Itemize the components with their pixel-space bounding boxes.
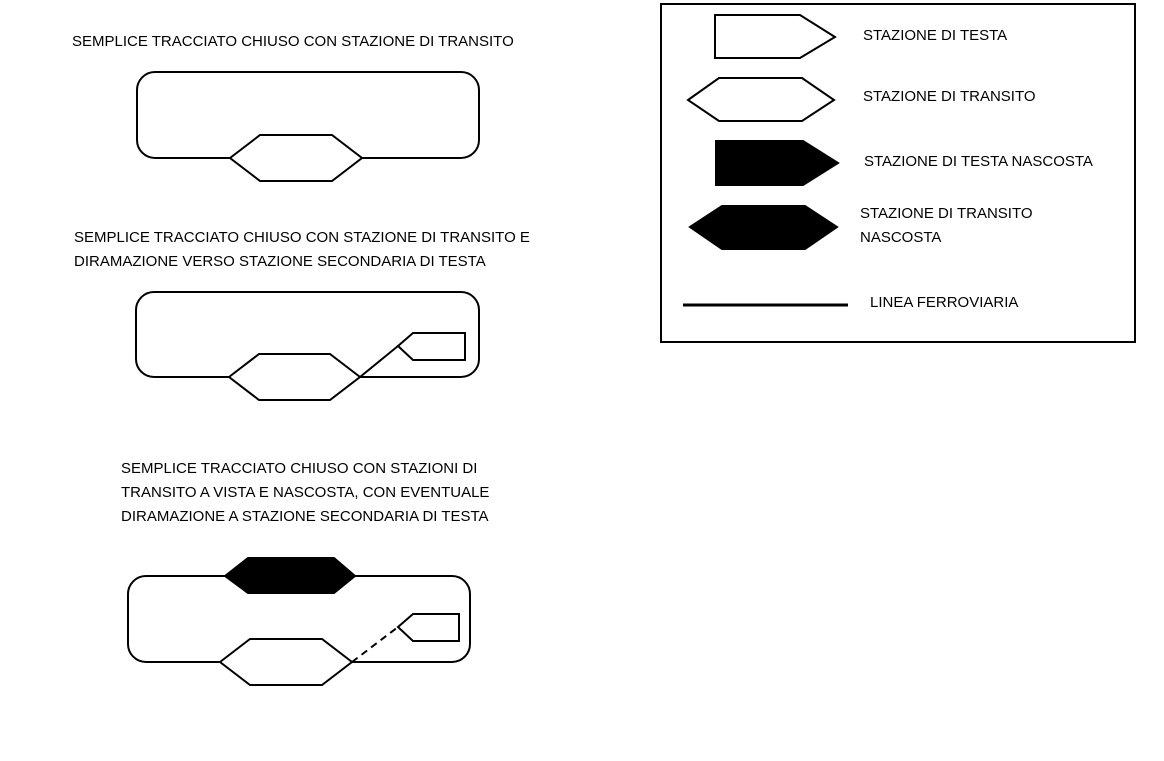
diagram-2-title: SEMPLICE TRACCIATO CHIUSO CON STAZIONE D… bbox=[74, 226, 530, 274]
head-station-symbol bbox=[396, 332, 466, 361]
legend-frame bbox=[660, 3, 1136, 343]
legend-label-text: STAZIONE DI TESTA bbox=[863, 27, 1008, 44]
hidden-transit-station-symbol bbox=[223, 557, 357, 594]
legend-label-text-line-2: NASCOSTA bbox=[860, 229, 942, 246]
transit-station-symbol bbox=[228, 134, 364, 182]
legend-label-text: LINEA FERROVIARIA bbox=[870, 294, 1019, 311]
diagram-2-title-line-1: SEMPLICE TRACCIATO CHIUSO CON STAZIONE D… bbox=[74, 229, 530, 246]
diagram-1-title-line: SEMPLICE TRACCIATO CHIUSO CON STAZIONE D… bbox=[72, 33, 514, 50]
legend-label-text: STAZIONE DI TESTA NASCOSTA bbox=[864, 153, 1093, 170]
legend-transit-station-symbol bbox=[686, 77, 836, 122]
legend-head-station-symbol bbox=[714, 14, 837, 59]
transit-station-symbol bbox=[227, 353, 362, 401]
transit-station-symbol bbox=[218, 638, 354, 686]
diagram-3-title: SEMPLICE TRACCIATO CHIUSO CON STAZIONI D… bbox=[121, 457, 489, 529]
legend-hidden-transit-station-symbol bbox=[688, 205, 839, 250]
diagram-2-closed-loop-branch bbox=[135, 291, 480, 401]
diagram-1-closed-loop-transit bbox=[136, 71, 480, 182]
legend-label-text: STAZIONE DI TRANSITO bbox=[863, 88, 1036, 105]
diagram-3-visible-and-hidden bbox=[127, 557, 471, 686]
legend-label-railway-line: LINEA FERROVIARIA bbox=[870, 291, 1018, 315]
diagram-3-title-line-2: TRANSITO A VISTA E NASCOSTA, CON EVENTUA… bbox=[121, 484, 490, 501]
legend-label-hidden-transit-station: STAZIONE DI TRANSITO NASCOSTA bbox=[860, 202, 1033, 250]
dashed-branch-track-line bbox=[351, 626, 399, 663]
legend-hidden-head-station-symbol bbox=[715, 140, 840, 186]
diagram-1-title: SEMPLICE TRACCIATO CHIUSO CON STAZIONE D… bbox=[72, 30, 514, 54]
legend bbox=[660, 3, 1136, 343]
diagram-3-title-line-3: DIRAMAZIONE A STAZIONE SECONDARIA DI TES… bbox=[121, 508, 489, 525]
branch-track-line bbox=[359, 345, 399, 378]
legend-label-head-station: STAZIONE DI TESTA bbox=[863, 24, 1007, 48]
diagram-2-title-line-2: DIRAMAZIONE VERSO STAZIONE SECONDARIA DI… bbox=[74, 253, 486, 270]
legend-label-text-line-1: STAZIONE DI TRANSITO bbox=[860, 205, 1033, 222]
head-station-symbol bbox=[396, 613, 460, 642]
diagram-3-title-line-1: SEMPLICE TRACCIATO CHIUSO CON STAZIONI D… bbox=[121, 460, 478, 477]
legend-label-hidden-head-station: STAZIONE DI TESTA NASCOSTA bbox=[864, 150, 1093, 174]
legend-label-transit-station: STAZIONE DI TRANSITO bbox=[863, 85, 1036, 109]
